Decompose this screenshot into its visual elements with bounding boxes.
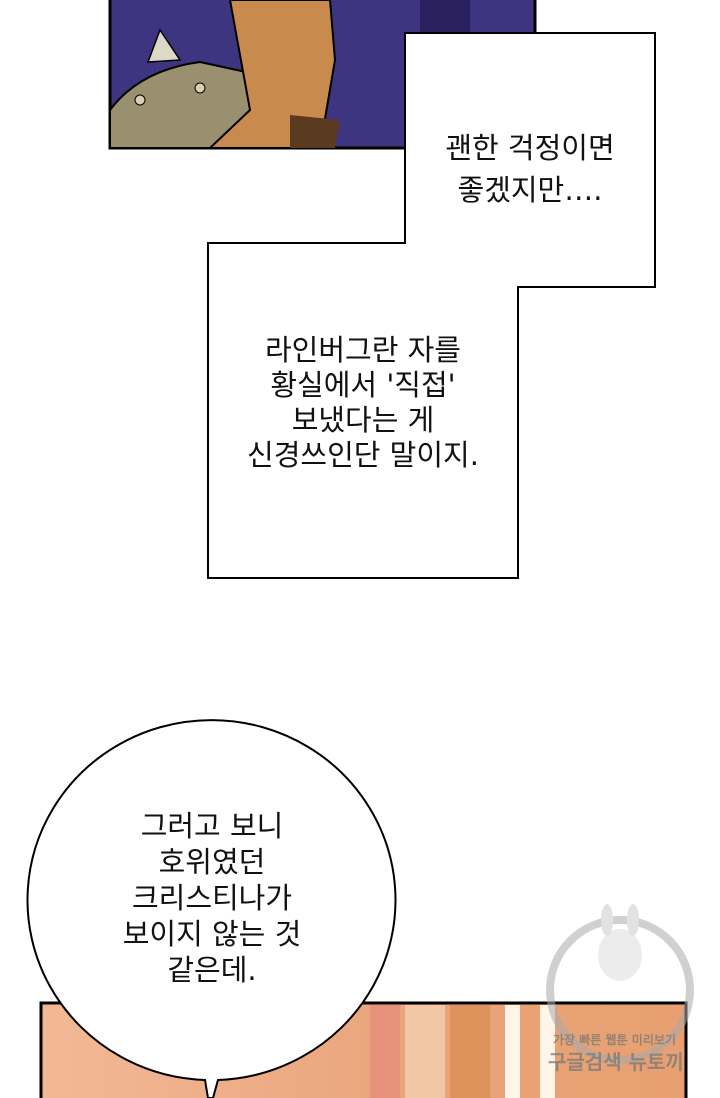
text-line: 황실에서 '직접' <box>270 368 456 402</box>
narration-box <box>207 32 656 579</box>
narration-text-1: 괜한 걱정이면 좋겠지만…. <box>405 127 655 211</box>
watermark-line1: 가장 빠른 웹툰 미리보기 <box>553 1033 676 1047</box>
narration-text-2: 라인버그란 자를 황실에서 '직접' 보냈다는 게 신경쓰인단 말이지. <box>208 333 518 473</box>
watermark-line2: 구글검색 뉴토끼 <box>548 1050 684 1074</box>
text-line: 호위였던 <box>158 845 266 879</box>
text-line: 신경쓰인단 말이지. <box>247 438 479 472</box>
text-line: 괜한 걱정이면 <box>445 131 615 165</box>
text-line: 크리스티나가 <box>131 881 293 915</box>
text-line: 좋겠지만…. <box>457 173 603 207</box>
text-line: 같은데. <box>167 953 257 987</box>
text-line: 그러고 보니 <box>140 809 284 843</box>
text-line: 보냈다는 게 <box>291 403 435 437</box>
bubble-text: 그러고 보니 호위였던 크리스티나가 보이지 않는 것 같은데. <box>27 808 397 988</box>
watermark-logo <box>546 904 694 1064</box>
text-line: 라인버그란 자를 <box>265 333 461 367</box>
text-line: 보이지 않는 것 <box>122 917 302 951</box>
speech-bubble <box>26 719 397 1098</box>
